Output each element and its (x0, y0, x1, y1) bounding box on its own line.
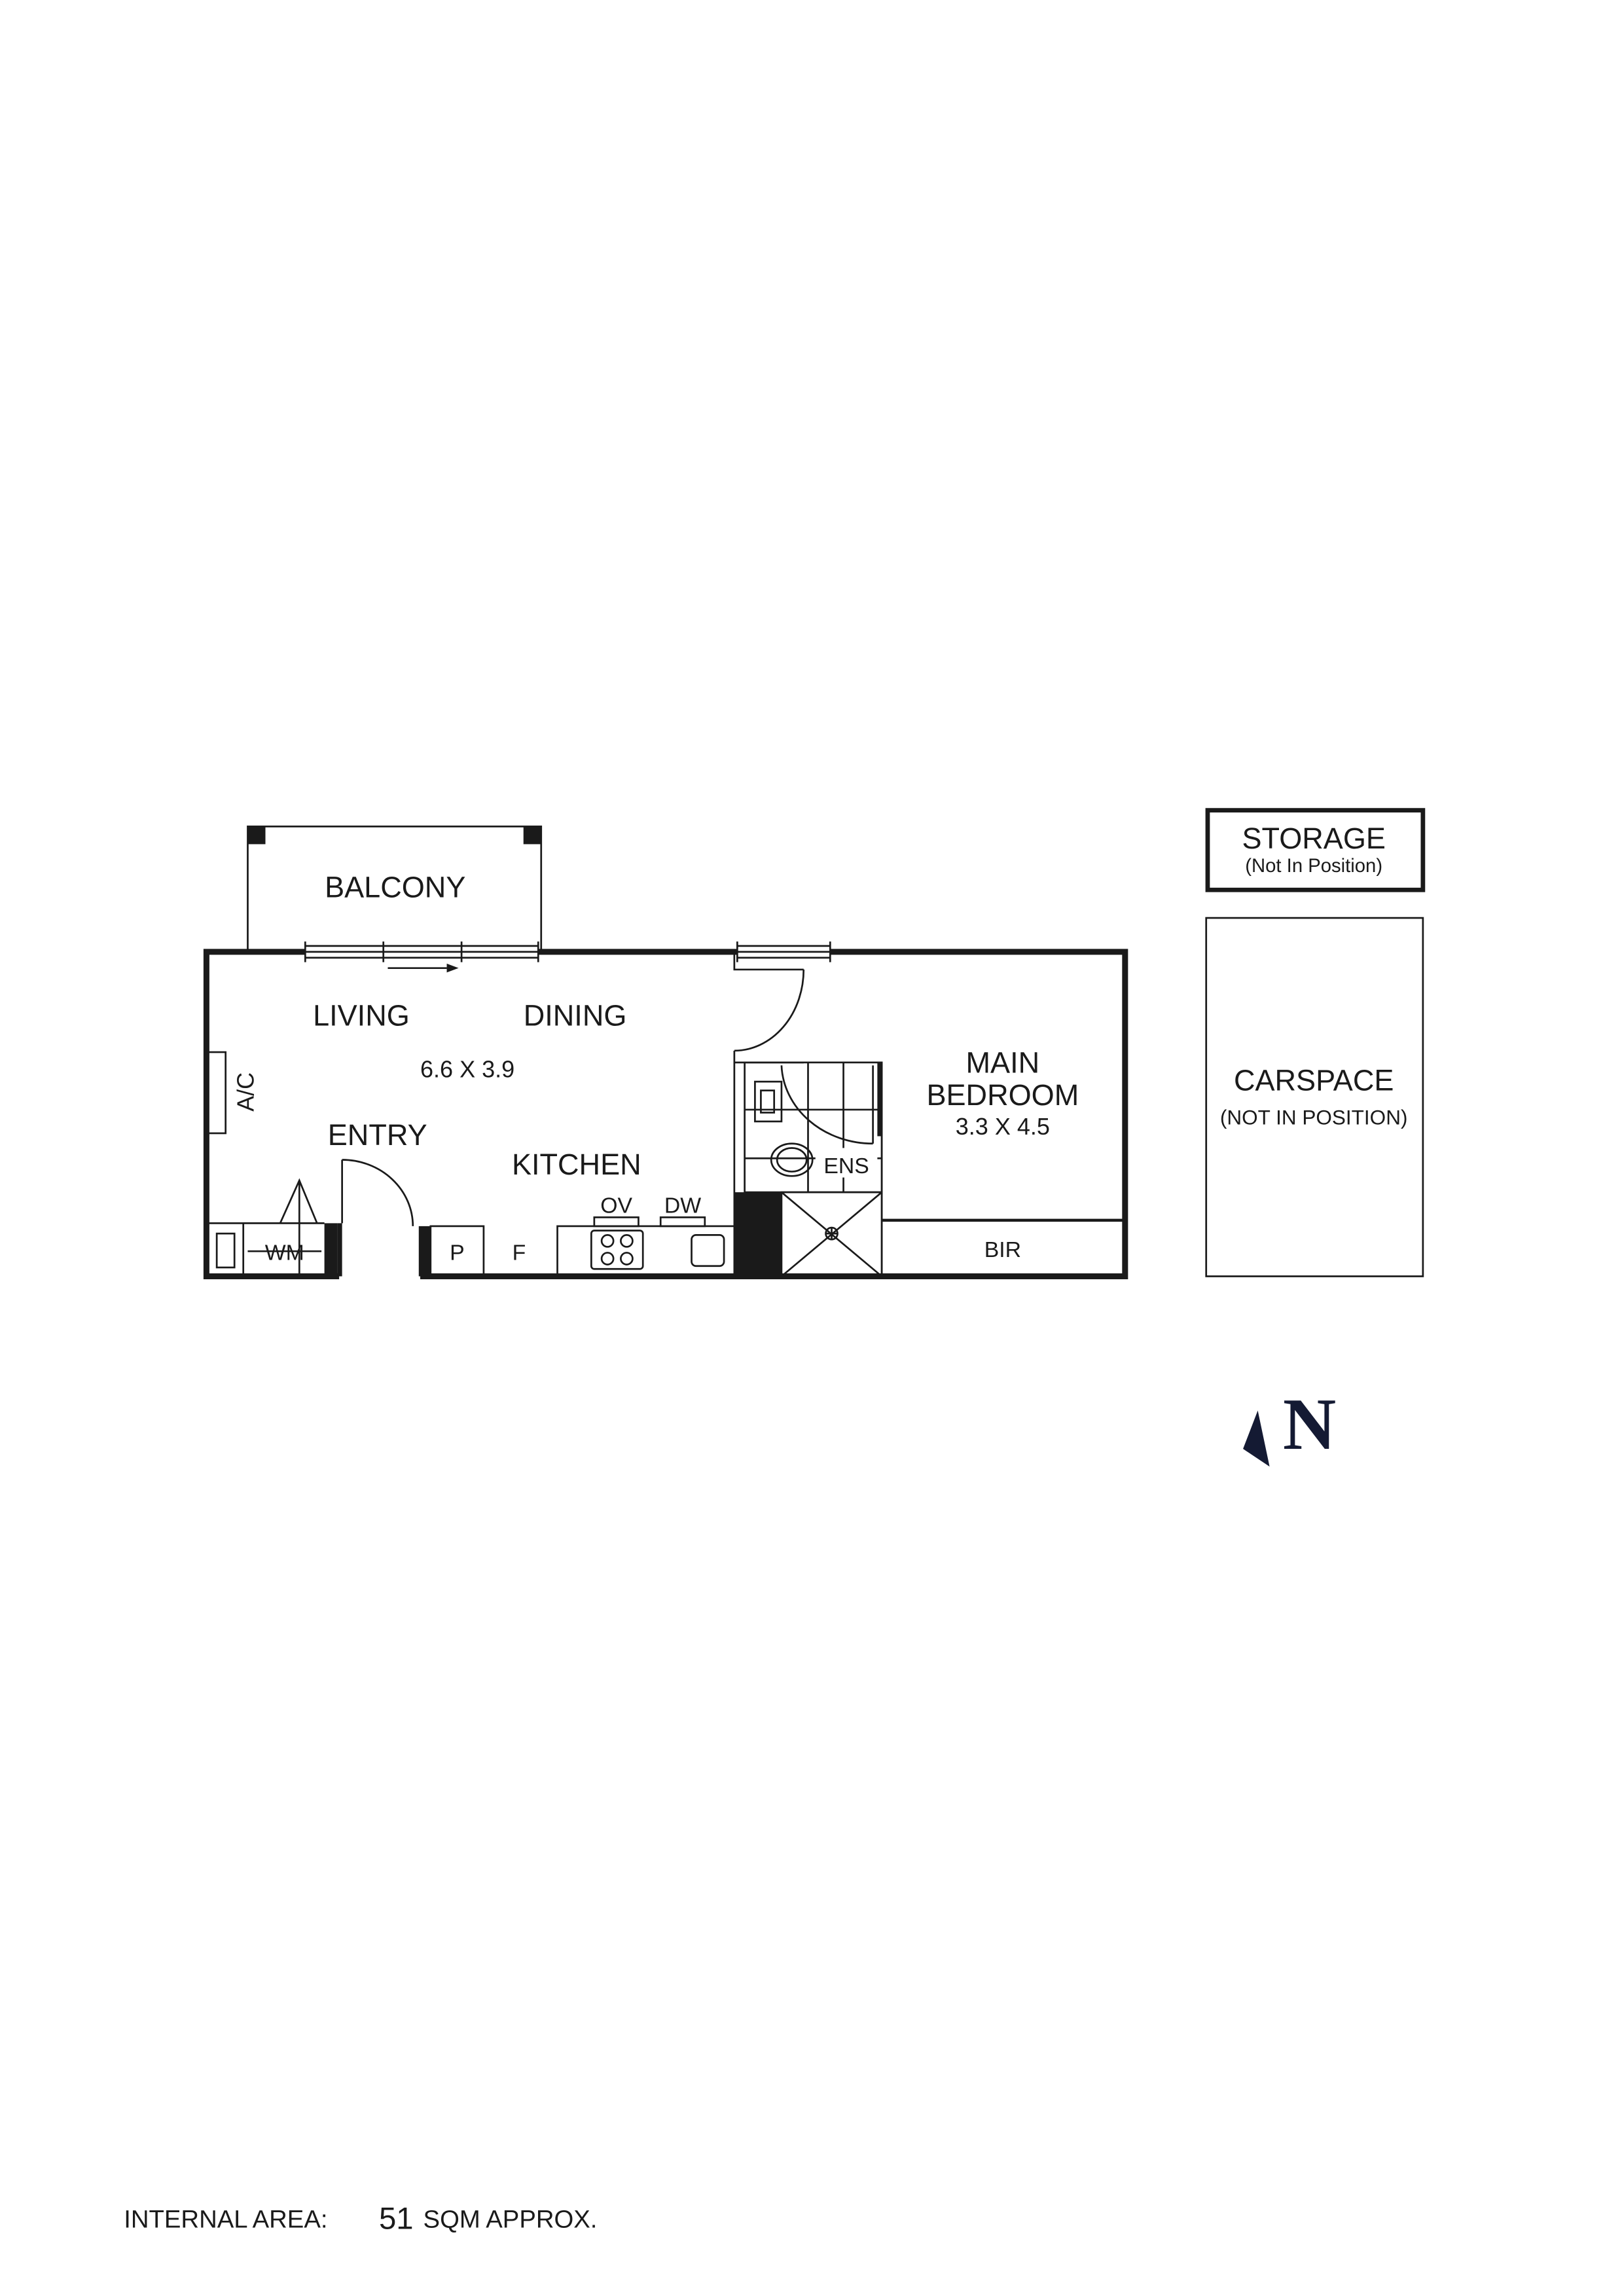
kitchen-bench: OV DW (556, 1194, 736, 1277)
wm-label: WM (265, 1241, 304, 1266)
oven-label: OV (600, 1194, 632, 1218)
kitchen-label: KITCHEN (512, 1148, 641, 1181)
arrow-icon (446, 963, 459, 973)
bedroom-dimensions: 3.3 X 4.5 (956, 1113, 1050, 1140)
sliding-door (304, 941, 539, 973)
north-label: N (1283, 1384, 1336, 1465)
bedroom-label-line1: MAIN (966, 1046, 1040, 1080)
fridge-label: F (513, 1241, 526, 1266)
internal-area-unit: SQM APPROX. (424, 2205, 598, 2233)
balcony-label: BALCONY (325, 871, 465, 904)
north-arrow: N (1243, 1384, 1336, 1467)
storage-title: STORAGE (1242, 822, 1385, 855)
entry-label: ENTRY (328, 1118, 427, 1152)
bedroom-label-line2: BEDROOM (926, 1078, 1079, 1112)
balcony: BALCONY (247, 826, 543, 952)
dishwasher-label: DW (664, 1194, 701, 1218)
carspace-title: CARSPACE (1234, 1064, 1394, 1097)
shower (734, 1191, 883, 1277)
sink-icon (691, 1234, 725, 1267)
ensuite-label: ENS (823, 1154, 869, 1178)
storage-note: (Not In Position) (1245, 855, 1382, 877)
laundry: WM (206, 1178, 338, 1277)
north-arrow-icon (1243, 1410, 1270, 1467)
air-conditioner: A/C (206, 1051, 259, 1135)
ensuite: ENS (734, 1061, 883, 1277)
internal-area-value: 51 (379, 2202, 414, 2236)
internal-area: INTERNAL AREA: 51 SQM APPROX. (124, 2202, 597, 2236)
carspace: CARSPACE (NOT IN POSITION) (1205, 917, 1424, 1277)
dining-label: DINING (524, 999, 627, 1032)
entry-door (337, 1159, 414, 1277)
living-label: LIVING (313, 999, 410, 1032)
internal-area-label: INTERNAL AREA: (124, 2205, 327, 2233)
toilet-icon (770, 1142, 814, 1177)
bedroom-window (736, 941, 831, 962)
pantry-label: P (450, 1241, 465, 1266)
storage: STORAGE (Not In Position) (1205, 808, 1426, 892)
living-dimensions: 6.6 X 3.9 (420, 1055, 514, 1082)
cooktop-icon (590, 1230, 644, 1270)
pantry: P F (418, 1225, 526, 1277)
ac-label: A/C (232, 1072, 259, 1112)
built-in-robe: BIR (882, 1218, 1125, 1262)
bir-label: BIR (984, 1237, 1021, 1262)
carspace-note: (NOT IN POSITION) (1220, 1105, 1408, 1129)
